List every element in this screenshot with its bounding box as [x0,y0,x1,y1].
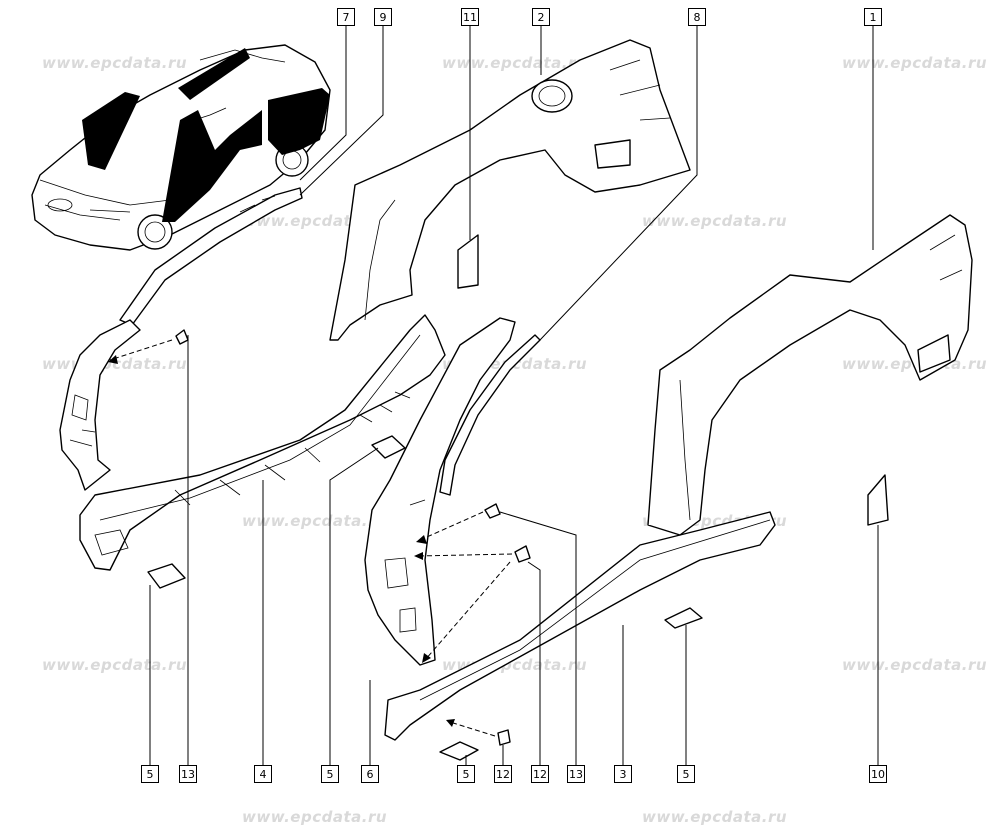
part-6-pillar-reinforcement [364,317,516,666]
part-9-strip [119,187,303,326]
callout-9: 9 [374,8,392,26]
callout-10: 10 [869,765,887,783]
part-5-bracket-left [147,563,186,589]
part-5-bracket-bottom [439,741,479,761]
watermark: www.epcdata.ru [242,512,388,530]
callout-5: 5 [141,765,159,783]
part-5-bracket-right [664,607,703,629]
callout-12: 12 [494,765,512,783]
callout-11: 11 [461,8,479,26]
callout-3: 3 [614,765,632,783]
watermark: www.epcdata.ru [42,54,188,72]
callout-5: 5 [457,765,475,783]
part-5-bracket-middle [371,435,406,459]
callout-2: 2 [532,8,550,26]
callout-4: 4 [254,765,272,783]
callout-1: 1 [864,8,882,26]
callout-8: 8 [688,8,706,26]
watermark: www.epcdata.ru [442,54,588,72]
fasteners [175,329,531,746]
callout-5: 5 [321,765,339,783]
part-10-patch [867,474,889,526]
callout-12: 12 [531,765,549,783]
assembly-arrows [108,339,513,737]
car-overview [31,44,331,251]
callout-13: 13 [567,765,585,783]
callout-5: 5 [677,765,695,783]
part-1-quarter-panel [647,214,973,536]
part-2-wheel-arch [329,39,691,341]
part-11-patch [457,234,479,289]
watermark: www.epcdata.ru [642,212,788,230]
watermark: www.epcdata.ru [842,54,988,72]
leader-lines [149,25,879,765]
callout-13: 13 [179,765,197,783]
part-4-inner-sill [79,314,446,571]
part-3-outer-sill [384,511,776,741]
callout-6: 6 [361,765,379,783]
callout-7: 7 [337,8,355,26]
part-7-pillar [59,319,141,491]
